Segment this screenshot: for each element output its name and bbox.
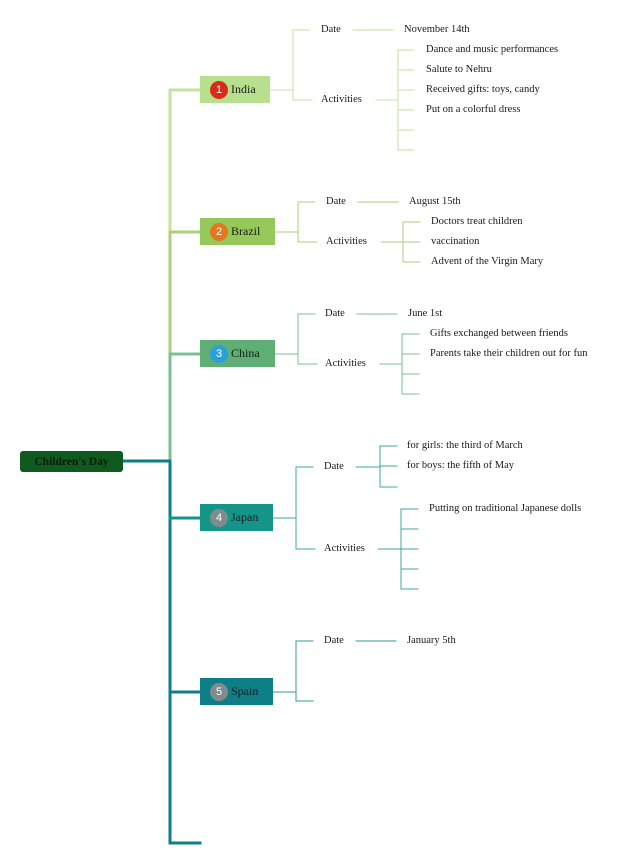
leaf-china-activity[interactable]: Gifts exchanged between friends bbox=[430, 328, 568, 339]
country-node-china[interactable]: 3 China bbox=[200, 340, 275, 367]
leaf-china-activity[interactable]: Parents take their children out for fun bbox=[430, 348, 588, 359]
leaf-china-date[interactable]: June 1st bbox=[408, 308, 443, 319]
leaf-brazil-activity[interactable]: Advent of the Virgin Mary bbox=[431, 256, 544, 267]
leaf-brazil-activity[interactable]: Doctors treat children bbox=[431, 216, 523, 227]
leaf-spain-date[interactable]: January 5th bbox=[407, 635, 456, 646]
section-label-brazil-date[interactable]: Date bbox=[326, 196, 346, 207]
number-badge-icon: 3 bbox=[210, 344, 228, 363]
country-label: Spain bbox=[231, 684, 259, 698]
root-label: Children's Day bbox=[34, 455, 109, 468]
number-badge-icon: 4 bbox=[210, 508, 228, 527]
leaf-brazil-activity[interactable]: vaccination bbox=[431, 236, 480, 247]
section-label-china-date[interactable]: Date bbox=[325, 308, 345, 319]
section-label-india-activities[interactable]: Activities bbox=[321, 94, 362, 105]
leaf-india-date[interactable]: November 14th bbox=[404, 24, 470, 35]
country-label: China bbox=[231, 346, 260, 360]
number-badge-icon: 2 bbox=[210, 222, 228, 241]
section-label-japan-activities[interactable]: Activities bbox=[324, 543, 365, 554]
country-node-brazil[interactable]: 2 Brazil bbox=[200, 218, 275, 245]
section-label-spain-date[interactable]: Date bbox=[324, 635, 344, 646]
number-badge-icon: 5 bbox=[210, 682, 228, 701]
section-label-china-activities[interactable]: Activities bbox=[325, 358, 366, 369]
leaf-brazil-date[interactable]: August 15th bbox=[409, 196, 461, 207]
country-label: Japan bbox=[231, 510, 259, 524]
leaf-india-activity[interactable]: Received gifts: toys, candy bbox=[426, 84, 540, 95]
leaf-japan-activity[interactable]: Putting on traditional Japanese dolls bbox=[429, 503, 582, 514]
country-node-india[interactable]: 1 India bbox=[200, 76, 270, 103]
leaf-india-activity[interactable]: Put on a colorful dress bbox=[426, 104, 521, 115]
leaf-india-activity[interactable]: Dance and music performances bbox=[426, 44, 559, 55]
number-badge-icon: 1 bbox=[210, 80, 228, 99]
country-node-spain[interactable]: 5 Spain bbox=[200, 678, 273, 705]
leaf-india-activity[interactable]: Salute to Nehru bbox=[426, 64, 492, 75]
leaf-japan-date[interactable]: for boys: the fifth of May bbox=[407, 460, 515, 471]
section-label-japan-date[interactable]: Date bbox=[324, 461, 344, 472]
country-label: India bbox=[231, 82, 256, 96]
root-node[interactable]: Children's Day bbox=[20, 451, 123, 472]
section-label-brazil-activities[interactable]: Activities bbox=[326, 236, 367, 247]
country-node-japan[interactable]: 4 Japan bbox=[200, 504, 273, 531]
section-label-india-date[interactable]: Date bbox=[321, 24, 341, 35]
country-label: Brazil bbox=[231, 224, 261, 238]
leaf-japan-date[interactable]: for girls: the third of March bbox=[407, 440, 523, 451]
